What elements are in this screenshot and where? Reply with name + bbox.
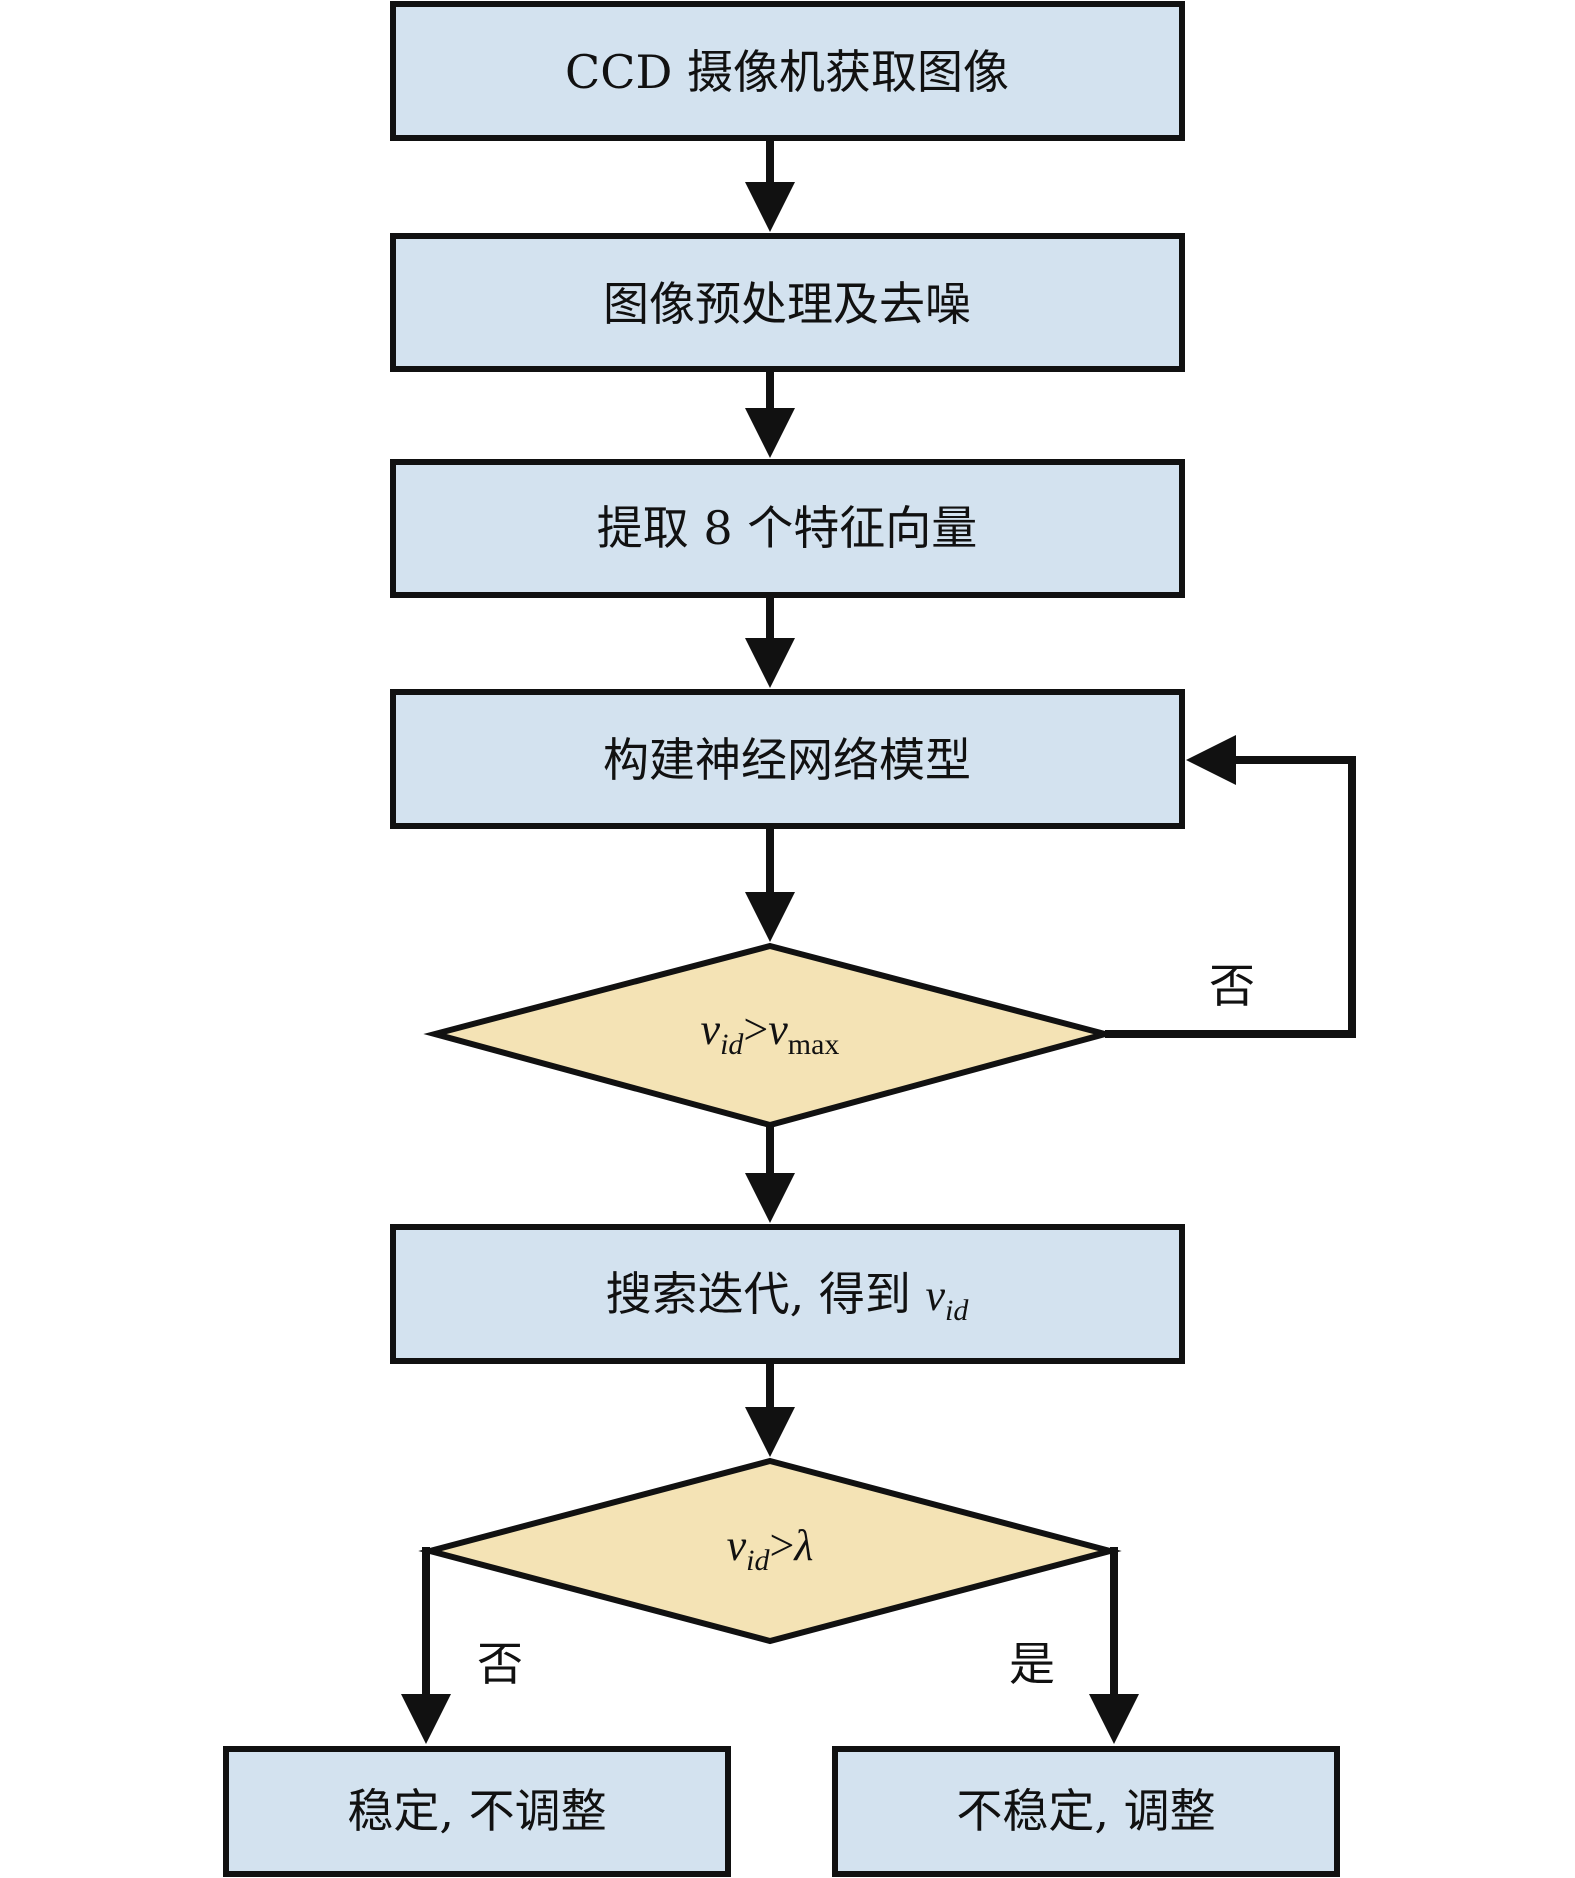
arrowhead-down-icon — [401, 1694, 451, 1744]
branch-label-d2-yes: 是 — [1009, 1637, 1055, 1691]
step-box-extract — [390, 459, 1185, 598]
branch-yes — [1089, 1547, 1139, 1744]
step-label-model: 构建神经网络模型 — [603, 733, 971, 787]
step-label-search: 搜索迭代, 得到 vid — [606, 1267, 970, 1327]
branch-no — [401, 1547, 451, 1744]
step-box-model — [390, 689, 1185, 829]
result-label-stable: 稳定, 不调整 — [347, 1784, 606, 1838]
connector-1 — [745, 138, 795, 232]
result-label-unstable: 不稳定, 调整 — [956, 1784, 1215, 1838]
connector-6 — [745, 1361, 795, 1457]
step-label-extract: 提取 8 个特征向量 — [597, 501, 978, 555]
decision-1-condition: vid>vmax — [701, 1005, 840, 1061]
result-box-stable — [223, 1746, 731, 1877]
arrowhead-down-icon — [745, 182, 795, 232]
arrowhead-down-icon — [745, 638, 795, 688]
decision-diamond-2 — [418, 1457, 1122, 1645]
connector-3 — [745, 595, 795, 688]
connector-2 — [745, 369, 795, 458]
branch-label-d2-no: 否 — [477, 1637, 523, 1691]
step-box-search — [390, 1224, 1185, 1364]
step-box-capture — [390, 1, 1185, 141]
step-box-preprocess — [390, 233, 1185, 372]
arrowhead-down-icon — [745, 408, 795, 458]
feedback-loop — [1105, 735, 1356, 1038]
arrowhead-down-icon — [745, 1407, 795, 1457]
arrowhead-down-icon — [745, 892, 795, 942]
arrowhead-down-icon — [1089, 1694, 1139, 1744]
step-label-capture: CCD 摄像机获取图像 — [565, 45, 1009, 99]
connector-4 — [745, 826, 795, 942]
arrowhead-left-icon — [1186, 735, 1236, 785]
decision-2-condition: vid>λ — [727, 1521, 814, 1577]
result-box-unstable — [832, 1746, 1340, 1877]
arrowhead-down-icon — [745, 1173, 795, 1223]
connector-5 — [745, 1125, 795, 1223]
step-label-preprocess: 图像预处理及去噪 — [603, 277, 971, 331]
branch-label-d1-no: 否 — [1209, 959, 1255, 1013]
